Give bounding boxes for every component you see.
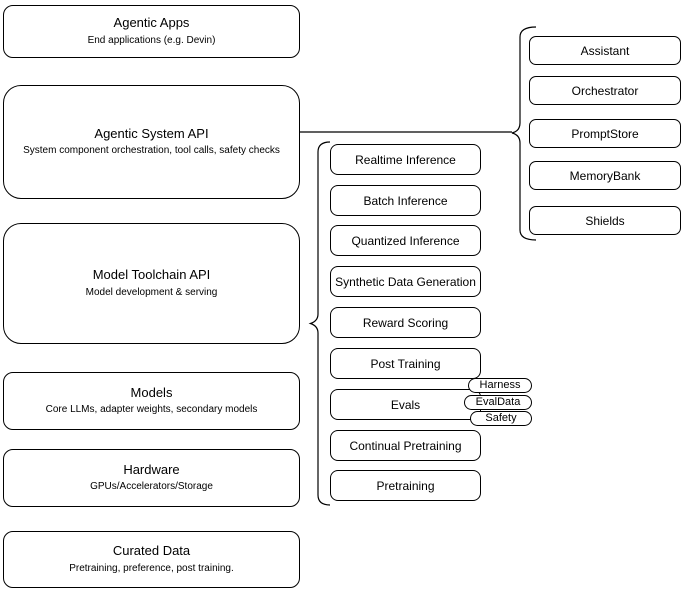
reward-scoring-box: Reward Scoring xyxy=(330,307,481,338)
assistant-box: Assistant xyxy=(529,36,681,65)
synthetic-data-generation-box: Synthetic Data Generation xyxy=(330,266,481,297)
quantized-inference-box: Quantized Inference xyxy=(330,225,481,256)
agentic-apps-title: Agentic Apps xyxy=(113,15,190,31)
curated-data-title: Curated Data xyxy=(112,543,191,559)
hardware-box: Hardware GPUs/Accelerators/Storage xyxy=(3,449,300,507)
safety-tag: Safety xyxy=(470,411,532,426)
reward-scoring-label: Reward Scoring xyxy=(362,315,449,330)
continual-pretraining-label: Continual Pretraining xyxy=(349,438,462,453)
model-toolchain-api-subtitle: Model development & serving xyxy=(85,286,218,298)
evaldata-tag: EvalData xyxy=(464,395,532,410)
agentic-apps-subtitle: End applications (e.g. Devin) xyxy=(87,34,216,46)
agentic-system-api-subtitle: System component orchestration, tool cal… xyxy=(23,145,280,157)
evaldata-tag-label: EvalData xyxy=(475,396,521,408)
agentic-apps-box: Agentic Apps End applications (e.g. Devi… xyxy=(3,5,300,58)
orchestrator-label: Orchestrator xyxy=(571,83,639,98)
agentic-system-api-box: Agentic System API System component orch… xyxy=(3,85,300,199)
model-toolchain-api-box: Model Toolchain API Model development & … xyxy=(3,223,300,344)
models-title: Models xyxy=(130,384,173,400)
evals-box: Evals xyxy=(330,389,481,420)
toolchain-bracket xyxy=(308,141,331,506)
realtime-inference-label: Realtime Inference xyxy=(355,152,456,167)
synthetic-data-generation-label: Synthetic Data Generation xyxy=(335,274,476,289)
curated-data-box: Curated Data Pretraining, preference, po… xyxy=(3,531,300,588)
pretraining-box: Pretraining xyxy=(330,470,481,501)
post-training-label: Post Training xyxy=(370,356,441,371)
promptstore-label: PromptStore xyxy=(571,126,639,141)
curated-data-subtitle: Pretraining, preference, post training. xyxy=(69,562,234,574)
quantized-inference-label: Quantized Inference xyxy=(351,233,460,248)
memorybank-box: MemoryBank xyxy=(529,161,681,190)
batch-inference-label: Batch Inference xyxy=(363,193,448,208)
post-training-box: Post Training xyxy=(330,348,481,379)
shields-box: Shields xyxy=(529,206,681,235)
harness-tag-label: Harness xyxy=(479,379,521,391)
shields-label: Shields xyxy=(585,213,625,228)
realtime-inference-box: Realtime Inference xyxy=(330,144,481,175)
model-toolchain-api-title: Model Toolchain API xyxy=(92,267,211,283)
hardware-title: Hardware xyxy=(123,461,180,477)
memorybank-label: MemoryBank xyxy=(569,168,641,183)
continual-pretraining-box: Continual Pretraining xyxy=(330,430,481,461)
models-subtitle: Core LLMs, adapter weights, secondary mo… xyxy=(45,404,258,416)
hardware-subtitle: GPUs/Accelerators/Storage xyxy=(90,481,213,493)
pretraining-label: Pretraining xyxy=(376,478,435,493)
orchestrator-box: Orchestrator xyxy=(529,76,681,105)
assistant-label: Assistant xyxy=(580,43,630,58)
evals-label: Evals xyxy=(390,397,421,412)
harness-tag: Harness xyxy=(468,378,532,393)
models-box: Models Core LLMs, adapter weights, secon… xyxy=(3,372,300,430)
agentic-system-api-title: Agentic System API xyxy=(94,125,209,141)
batch-inference-box: Batch Inference xyxy=(330,185,481,216)
promptstore-box: PromptStore xyxy=(529,119,681,148)
safety-tag-label: Safety xyxy=(485,412,517,424)
